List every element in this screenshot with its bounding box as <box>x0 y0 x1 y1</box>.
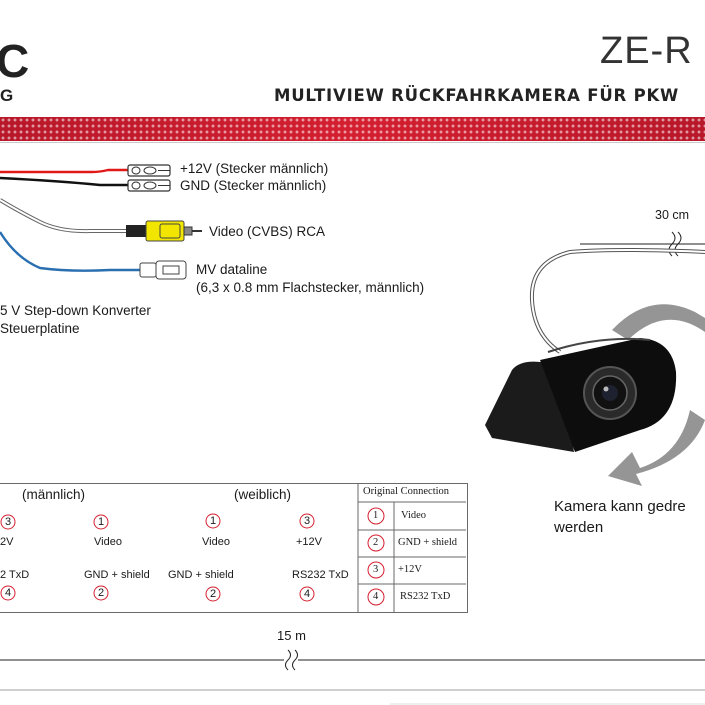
table-label-4: RS232 TxD <box>400 591 451 602</box>
camera-cable <box>529 248 705 354</box>
rotate-note-line2: werden <box>554 519 604 536</box>
label-cable-30cm: 30 cm <box>655 208 690 222</box>
female-label-txd: RS232 TxD <box>292 569 349 581</box>
table-label-1: Video <box>401 510 427 521</box>
table-num-3: 3 <box>373 564 379 575</box>
gnd-connector <box>127 179 171 192</box>
female-label-12v: +12V <box>296 536 322 548</box>
red-wire <box>0 168 128 174</box>
mv-connector <box>139 260 187 280</box>
table-label-3: +12V <box>398 564 423 575</box>
rca-connector <box>126 220 202 242</box>
label-12v: +12V (Stecker männlich) <box>180 161 329 176</box>
female-pin-1: 1 <box>210 515 217 527</box>
male-title: (männlich) <box>22 487 86 502</box>
male-pin-4: 4 <box>5 587 12 599</box>
table-label-2: GND + shield <box>398 537 458 548</box>
black-wire <box>0 176 128 187</box>
label-video: Video (CVBS) RCA <box>209 224 326 239</box>
video-cable <box>0 198 126 234</box>
female-title: (weiblich) <box>234 487 292 502</box>
red-banner <box>0 117 705 141</box>
blue-cable <box>0 231 140 272</box>
female-pin-3: 3 <box>304 515 311 527</box>
male-label-video: Video <box>94 536 122 548</box>
product-subtitle: MULTIVIEW RÜCKFAHRKAMERA FÜR PKW <box>274 86 680 105</box>
brand-logo: C <box>0 35 29 87</box>
male-pin-1: 1 <box>98 516 105 528</box>
camera-body <box>485 337 677 452</box>
female-pin-2: 2 <box>210 588 217 600</box>
table-num-4: 4 <box>373 591 379 602</box>
table-num-2: 2 <box>373 537 379 548</box>
label-mv-dataline: MV dataline <box>196 262 268 277</box>
banner-divider <box>0 142 705 143</box>
rotation-arrows <box>608 304 705 486</box>
connector-panel <box>0 483 468 613</box>
label-control-board: Steuerplatine <box>0 321 80 336</box>
label-gnd: GND (Stecker männlich) <box>180 178 327 193</box>
table-header: Original Connection <box>363 486 450 497</box>
label-converter: 5 V Step-down Konverter <box>0 303 151 318</box>
male-pin-3: 3 <box>5 516 12 528</box>
dim-15m <box>0 649 705 705</box>
model-name: ZE-R <box>600 30 693 72</box>
label-cable-15m: 15 m <box>277 628 306 643</box>
table-num-1: 1 <box>373 510 379 521</box>
male-label-txd: 2 TxD <box>0 569 30 581</box>
male-label-12v: 2V <box>0 536 14 548</box>
male-pin-2: 2 <box>98 587 105 599</box>
brand-tagline: G <box>0 86 14 105</box>
rotate-note-line1: Kamera kann gedre <box>554 498 686 515</box>
label-mv-spec: (6,3 x 0.8 mm Flachstecker, männlich) <box>196 280 425 295</box>
female-pin-4: 4 <box>304 588 311 600</box>
male-label-gnd: GND + shield <box>84 569 150 581</box>
plus12v-connector <box>127 164 171 177</box>
female-label-gnd: GND + shield <box>168 569 234 581</box>
female-label-video: Video <box>202 536 230 548</box>
